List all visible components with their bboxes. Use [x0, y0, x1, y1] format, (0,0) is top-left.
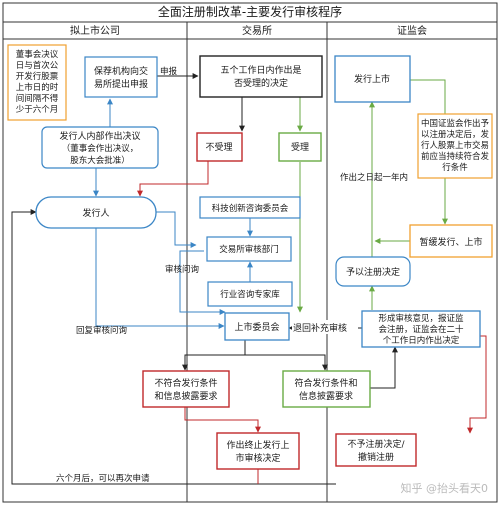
opinion-line: 会注册，证监会在二十: [378, 324, 464, 335]
deny-reg-line: 撤销注册: [358, 451, 394, 463]
deny-reg-line: 不予注册决定/: [347, 438, 405, 450]
fail-cond-line: 和信息披露要求: [154, 390, 217, 402]
industry-expert-label: 行业咨询专家库: [220, 289, 280, 300]
label-review-inquiry: 审核问询: [165, 264, 199, 275]
edge-committee-to-pass: [244, 340, 328, 371]
issuer-label: 发行人: [82, 207, 109, 219]
csrc-note-line: 行条件: [442, 162, 468, 173]
edge-six-months: [11, 209, 336, 485]
label-six-months: 六个月后，可以再次申请: [56, 473, 150, 484]
node-sponsor: 保荐机构向交 易所提出申报: [84, 56, 158, 98]
csrc-note-line: 行人股票上市交易: [421, 140, 489, 151]
issuer-note-line: 开发行股票: [16, 71, 59, 82]
csrc-note-line: 中国证监会作出予: [421, 118, 490, 129]
pass-cond-line: 符合发行条件和: [294, 377, 357, 389]
fail-cond-line: 不符合发行条件: [154, 377, 217, 389]
label-within-one-year: 作出之日起一年内: [340, 172, 408, 183]
resolution-line: 发行人内部作出决议: [59, 130, 140, 142]
terminate-line: 作出终止发行上: [226, 439, 289, 451]
csrc-note-line: 前应当持续符合发: [421, 151, 490, 162]
label-bg-return: [292, 320, 358, 334]
accept-label: 受理: [291, 141, 309, 153]
decide-line: 五个工作日内作出是: [220, 64, 301, 76]
node-exchange-review: 交易所审核部门: [206, 236, 292, 262]
approve-reg-label: 予以注册决定: [346, 266, 400, 278]
node-terminate: 作出终止发行上 市审核决定: [216, 432, 300, 470]
edge-opinion-to-deny: [467, 335, 487, 434]
edge-pass-to-opinion: [370, 346, 398, 389]
diagram-title: 全面注册制改革-主要发行审核程序: [158, 4, 342, 19]
node-tech-committee: 科技创新咨询委员会: [199, 196, 301, 219]
listing-committee-label: 上市委员会: [234, 321, 279, 333]
edge-review-inquiry: [179, 250, 226, 315]
edge-committee-to-fail: [182, 340, 246, 371]
node-pass-cond: 符合发行条件和 信息披露要求: [282, 370, 371, 408]
label-return-supplement: 退回补充审核: [293, 322, 347, 334]
edge-reply-inquiry: [95, 228, 225, 329]
node-accept: 受理: [278, 132, 322, 162]
pass-cond-line: 信息披露要求: [299, 390, 353, 402]
node-issuer-resolution: 发行人内部作出决议 （董事会作出决议， 股东大会批准）: [41, 126, 159, 169]
node-suspend: 暂缓发行、上市: [409, 224, 493, 258]
lane-header-csrc: 证监会: [397, 24, 427, 37]
issuer-note-line: 日与首次公: [16, 60, 59, 71]
watermark: 知乎 @抬头看天0: [401, 481, 489, 495]
sponsor-line: 保荐机构向交: [94, 65, 148, 77]
node-issuer-note: 董事会决议 日与首次公 开发行股票 上市日的时 间间隔不得 少于六个月: [7, 44, 67, 121]
node-csrc-note: 中国证监会作出予 以注册决定后，发 行人股票上市交易 前应当持续符合发 行条件: [417, 113, 493, 179]
csrc-note-line: 以注册决定后，发: [421, 129, 490, 140]
decide-line: 否受理的决定: [234, 77, 288, 89]
node-decide-5days: 五个工作日内作出是 否受理的决定: [199, 55, 323, 98]
terminate-line: 市审核决定: [235, 452, 280, 464]
label-declare: 申报: [160, 66, 178, 77]
node-reject: 不受理: [196, 132, 243, 162]
node-csrc-listing: 发行上市: [334, 55, 411, 103]
node-industry-expert: 行业咨询专家库: [207, 281, 293, 307]
resolution-line: （董事会作出决议，: [62, 143, 139, 154]
csrc-listing-label: 发行上市: [354, 73, 390, 85]
reject-label: 不受理: [205, 141, 232, 153]
issuer-note-line: 间间隔不得: [16, 93, 59, 104]
suspend-label: 暂缓发行、上市: [419, 236, 482, 248]
edge-issuer-to-review: [155, 211, 197, 248]
exchange-review-label: 交易所审核部门: [219, 244, 279, 255]
tech-committee-label: 科技创新咨询委员会: [212, 203, 289, 214]
node-opinion: 形成审核意见，报证监 会注册，证监会在二十 个工作日内作出决定: [361, 310, 481, 348]
node-deny-reg: 不予注册决定/ 撤销注册: [335, 433, 417, 467]
sponsor-line: 易所提出申报: [94, 78, 148, 90]
opinion-line: 个工作日内作出决定: [383, 335, 460, 346]
issuer-note-line: 董事会决议: [16, 49, 59, 60]
edge-fail-to-terminate: [184, 407, 261, 433]
node-issuer: 发行人: [35, 196, 157, 229]
lane-header-issuer: 拟上市公司: [70, 24, 120, 37]
node-fail-cond: 不符合发行条件 和信息披露要求: [142, 370, 230, 408]
node-listing-committee: 上市委员会: [224, 312, 290, 341]
node-approve-reg: 予以注册决定: [335, 256, 411, 287]
label-reply-inquiry: 回复审核问询: [76, 325, 127, 336]
issuer-note-line: 上市日的时: [16, 82, 59, 93]
issuer-note-line: 少于六个月: [16, 104, 59, 115]
resolution-line: 股东大会批准）: [70, 155, 130, 166]
opinion-line: 形成审核意见，报证监: [378, 313, 464, 324]
lane-header-exchange: 交易所: [242, 24, 272, 37]
